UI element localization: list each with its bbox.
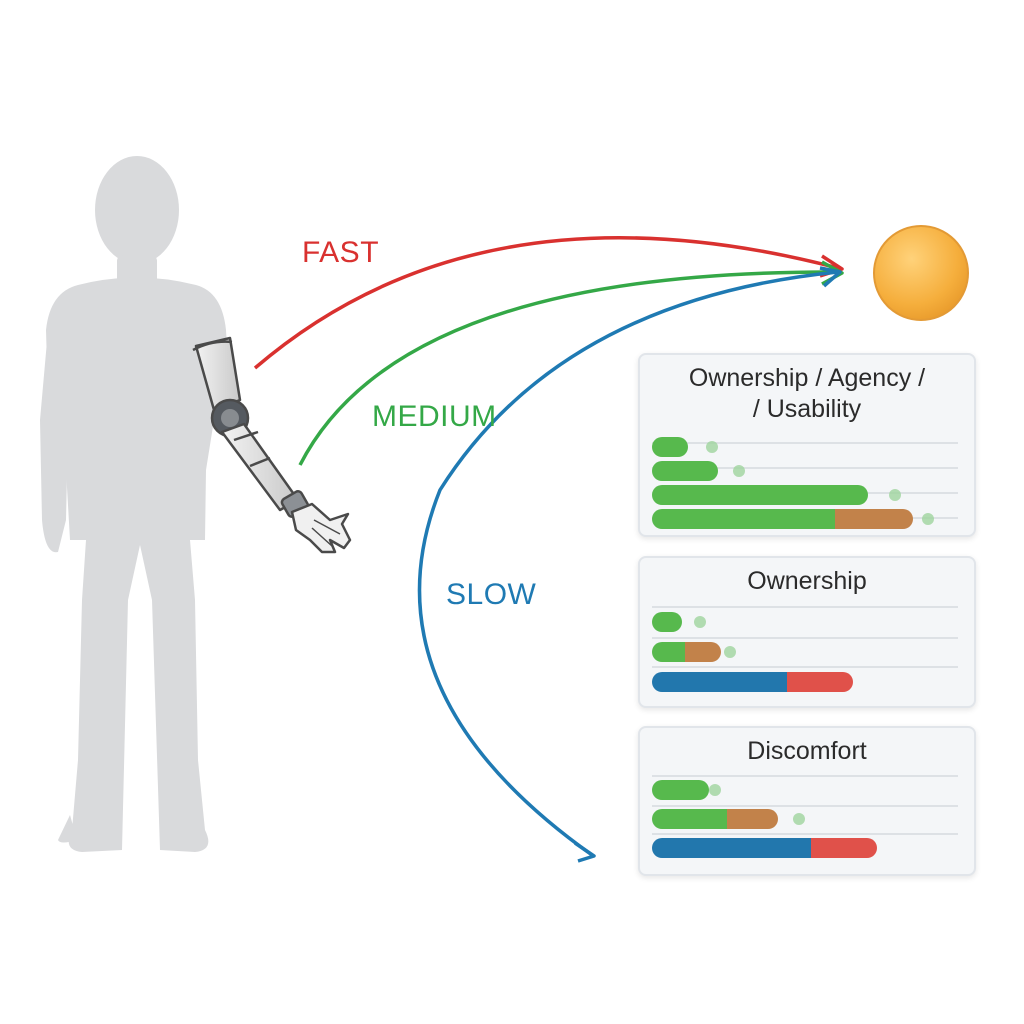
panel-title: Ownership (747, 567, 867, 595)
bar (652, 437, 688, 457)
bar-segment (652, 437, 688, 457)
bar-tip-marker (706, 441, 718, 453)
bar-segment (652, 642, 685, 662)
divider (652, 775, 958, 777)
bar (652, 461, 718, 481)
ownership-panel: Ownership (638, 556, 976, 708)
bar (652, 809, 778, 829)
panel-title-line2: / Usability (752, 395, 862, 423)
bar-segment (652, 612, 682, 632)
fast-trajectory (253, 236, 839, 370)
bar-tip-marker (733, 465, 745, 477)
bar (652, 780, 709, 800)
bar (652, 642, 721, 662)
fast-label: FAST (302, 236, 380, 269)
medium-label: MEDIUM (372, 400, 497, 433)
bar-segment (652, 672, 787, 692)
bar-segment (727, 809, 778, 829)
bar (652, 509, 913, 529)
slow-arrowhead-bottom (574, 841, 596, 863)
bar-tip-marker (889, 489, 901, 501)
divider (652, 666, 958, 668)
discomfort-panel: Discomfort (638, 726, 976, 876)
bar-segment (652, 809, 727, 829)
medium-trajectory (298, 270, 839, 466)
slow-trajectory (417, 270, 839, 857)
bar-tip-marker (724, 646, 736, 658)
divider (652, 442, 958, 444)
target-sphere (873, 225, 969, 321)
human-silhouette (40, 156, 230, 852)
bar-segment (652, 780, 709, 800)
bar-segment (835, 509, 913, 529)
bar-tip-marker (694, 616, 706, 628)
bar-segment (652, 461, 718, 481)
bar (652, 485, 868, 505)
slow-label: SLOW (446, 578, 537, 611)
divider (652, 606, 958, 608)
panel-title: Discomfort (747, 737, 867, 765)
slow-arrowhead-top (819, 266, 842, 288)
panel-title-line1: Ownership / Agency / (688, 364, 926, 392)
divider (652, 637, 958, 639)
divider (652, 833, 958, 835)
bar-segment (810, 838, 877, 858)
panel-title: Ownership / Agency / / Usability (640, 363, 974, 425)
bar (652, 612, 682, 632)
bar-segment (652, 838, 811, 858)
divider (652, 467, 958, 469)
ownership-agency-usability-panel: Ownership / Agency / / Usability (638, 353, 976, 537)
bar-segment (652, 485, 868, 505)
divider (652, 805, 958, 807)
bar (652, 838, 877, 858)
bar-segment (787, 672, 853, 692)
bar-segment (652, 509, 835, 529)
bar-segment (685, 642, 721, 662)
prosthetic-arm-icon (192, 336, 352, 554)
bar-tip-marker (793, 813, 805, 825)
bar-tip-marker (922, 513, 934, 525)
bar (652, 672, 853, 692)
bar-tip-marker (709, 784, 721, 796)
